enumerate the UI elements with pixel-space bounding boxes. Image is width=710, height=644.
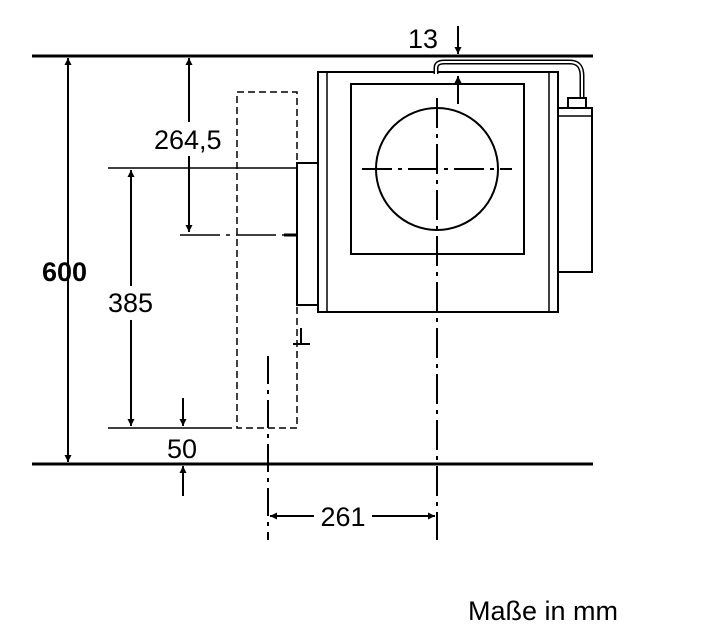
label-600: 600 xyxy=(42,257,87,287)
label-264-5-background xyxy=(150,122,234,156)
label-385: 385 xyxy=(108,288,153,318)
label-13: 13 xyxy=(408,24,438,54)
units-caption: Maße in mm xyxy=(468,596,619,626)
label-261: 261 xyxy=(320,502,365,532)
junction-box xyxy=(557,107,593,273)
label-385-background xyxy=(104,286,160,320)
label-50: 50 xyxy=(167,434,197,464)
label-261-background xyxy=(314,498,372,532)
cable-connector xyxy=(567,97,587,109)
side-flange xyxy=(296,162,320,306)
label-264-5: 264,5 xyxy=(154,125,222,155)
power-cable-inner xyxy=(435,61,583,98)
